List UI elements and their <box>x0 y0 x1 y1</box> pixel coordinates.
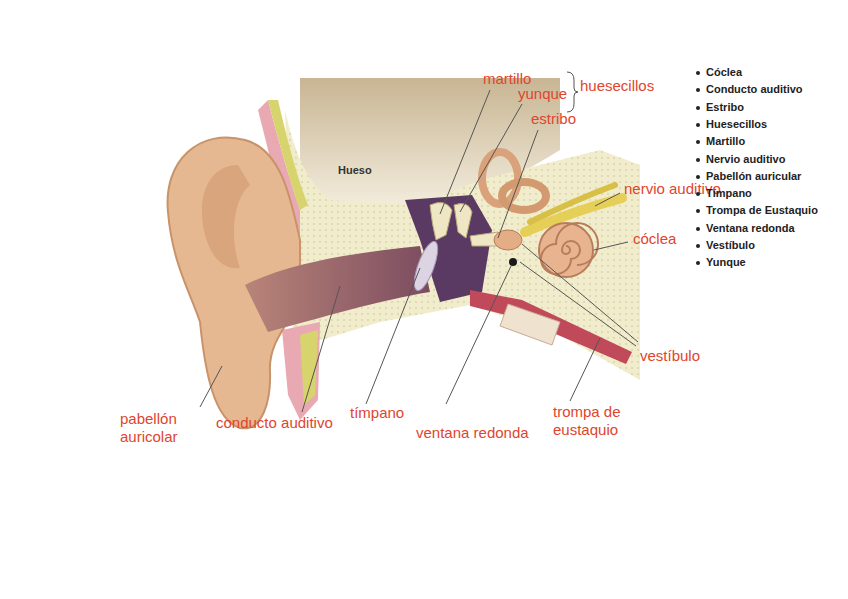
part-label: conducto auditivo <box>216 414 333 432</box>
part-label: estribo <box>531 110 576 128</box>
word-list-item: Cóclea <box>706 66 742 79</box>
bracket <box>567 72 578 112</box>
word-list-item: Tímpano <box>706 187 752 200</box>
word-list-item: Ventana redonda <box>706 222 795 235</box>
word-list-item: Huesecillos <box>706 118 767 131</box>
part-label: trompa de eustaquio <box>553 403 641 439</box>
part-label: tímpano <box>350 404 404 422</box>
group-label: huesecillos <box>580 77 654 95</box>
part-label: ventana redonda <box>416 424 529 442</box>
part-label: cóclea <box>633 230 676 248</box>
word-list-item: Nervio auditivo <box>706 153 785 166</box>
part-label: pabellón auricolar <box>120 410 202 446</box>
word-list-item: Estribo <box>706 101 744 114</box>
word-list-item: Trompa de Eustaquio <box>706 204 818 217</box>
part-label: yunque <box>518 85 567 103</box>
region-label: Hueso <box>338 164 372 177</box>
word-list-item: Martillo <box>706 135 745 148</box>
part-label: vestíbulo <box>640 347 700 365</box>
word-list-item: Pabellón auricular <box>706 170 801 183</box>
word-list-item: Yunque <box>706 256 746 269</box>
word-list-item: Vestíbulo <box>706 239 755 252</box>
word-list-item: Conducto auditivo <box>706 83 803 96</box>
